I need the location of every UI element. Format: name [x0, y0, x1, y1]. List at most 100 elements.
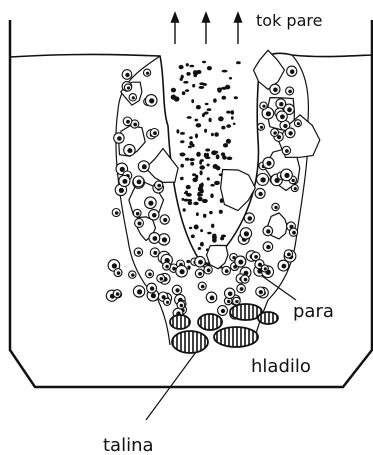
fragment-blob	[146, 149, 178, 183]
melt-mass	[258, 312, 278, 324]
steam-droplet	[183, 81, 188, 84]
steam-droplet	[212, 235, 217, 239]
melt-fragment-core	[260, 177, 265, 182]
melt-label: talina	[103, 435, 154, 455]
steam-droplet	[191, 99, 194, 103]
steam-droplet	[193, 202, 198, 205]
melt-fragment-core	[279, 102, 283, 106]
melt-fragment-core	[166, 301, 169, 304]
steam-droplet	[183, 208, 186, 211]
steam-droplet	[201, 182, 204, 187]
steam-droplet	[199, 82, 204, 85]
steam-droplet	[231, 116, 234, 119]
melt-fragment-core	[112, 263, 117, 268]
steam-arrow-head	[203, 13, 210, 22]
melt-fragment-core	[264, 267, 267, 270]
steam-droplet	[189, 136, 193, 139]
steam-droplet	[210, 194, 213, 199]
melt-fragment-core	[201, 285, 205, 289]
melt-fragment-core	[221, 309, 225, 313]
steam-droplet	[200, 159, 204, 162]
steam-droplet	[198, 197, 203, 202]
melt-fragment-core	[127, 148, 132, 153]
melt-fragment-core	[244, 278, 248, 282]
melt-fragment-core	[292, 231, 296, 235]
melt-fragment-core	[116, 292, 120, 296]
steam-droplet	[229, 77, 232, 80]
melt-fragment-core	[273, 131, 277, 135]
melt-fragment-core	[115, 211, 119, 215]
steam-droplet	[186, 185, 191, 189]
melt-fragment-core	[280, 114, 285, 119]
melt-fragment-core	[266, 245, 270, 249]
melt-fragment-core	[225, 269, 229, 273]
steam-droplet	[221, 126, 225, 130]
steam-droplet	[196, 123, 202, 127]
melt-mass	[172, 331, 208, 353]
steam-droplet	[222, 70, 228, 73]
melt-fragment-core	[149, 98, 154, 103]
melt-fragment-core	[207, 268, 211, 272]
steam-droplet	[222, 96, 227, 100]
melt-fragment-core	[119, 188, 124, 193]
steam-droplet	[182, 91, 186, 95]
melt-fragment-core	[148, 273, 152, 277]
coolant-label: hladilo	[251, 356, 311, 377]
melt-fragment-core	[248, 216, 253, 221]
steam-droplet	[198, 247, 202, 250]
steam-droplet	[171, 88, 176, 93]
steam-droplet	[200, 170, 203, 175]
fragment-blob	[207, 245, 229, 268]
steam-droplet	[200, 242, 204, 247]
steam-arrow-head	[172, 13, 179, 22]
melt-fragment-core	[198, 272, 202, 276]
melt-fragment-core	[282, 264, 287, 269]
steam-droplet	[213, 151, 218, 154]
melt-mass	[214, 327, 258, 347]
steam-droplet	[217, 88, 222, 93]
melt-fragment-core	[117, 136, 122, 141]
steam-droplet	[209, 118, 212, 122]
melt-fragment-core	[132, 96, 135, 99]
melt-fragment-core	[146, 72, 149, 75]
melt-fragment-core	[153, 251, 157, 255]
steam-droplet	[171, 95, 176, 100]
melt-fragment-core	[180, 304, 184, 308]
melt-fragment-core	[152, 213, 157, 218]
steam-droplet	[189, 65, 194, 68]
melt-fragment-core	[162, 237, 167, 242]
steam-flow-label: tok pare	[256, 11, 322, 30]
melt-fragment-core	[163, 218, 167, 222]
steam-droplet	[180, 164, 184, 168]
steam-label: para	[293, 301, 334, 322]
steam-droplet	[222, 155, 226, 158]
steam-droplet	[196, 212, 199, 216]
melt-fragment-core	[136, 212, 140, 216]
melt-fragment-core	[126, 120, 130, 124]
steam-droplet	[223, 143, 228, 147]
steam-droplet	[186, 260, 190, 263]
steam-droplet	[220, 237, 224, 241]
melt-fragment-core	[294, 187, 297, 190]
melt-fragment-core	[297, 122, 300, 125]
melt-fragment-core	[153, 236, 158, 241]
steam-droplet	[187, 266, 190, 270]
steam-droplet	[191, 235, 195, 239]
steam-droplet	[180, 177, 184, 180]
melt-fragment-core	[259, 290, 263, 294]
melt-fragment-core	[180, 269, 185, 274]
melt-fragment-core	[266, 229, 270, 233]
steam-droplet	[192, 84, 195, 88]
steam-droplet	[181, 75, 184, 79]
melt-fragment-core	[142, 164, 147, 169]
fragment-blob	[221, 170, 256, 211]
melt-fragment-core	[238, 260, 243, 265]
steam-droplet	[192, 178, 197, 183]
melt-fragment-core	[137, 289, 142, 294]
melt-fragment-core	[283, 124, 287, 128]
melt-fragment-core	[258, 192, 262, 196]
melt-fragment-core	[137, 180, 142, 185]
steam-droplet	[207, 232, 212, 235]
steam-droplet	[189, 158, 194, 161]
